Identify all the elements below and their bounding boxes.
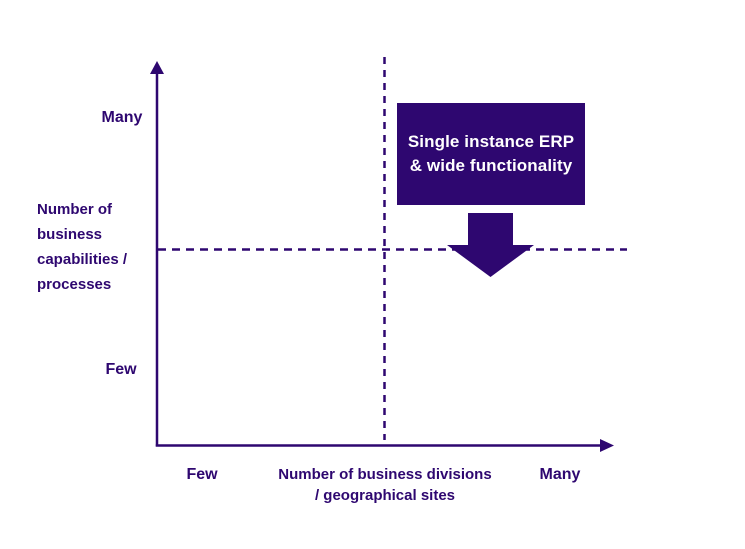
y-axis-arrowhead: [150, 61, 164, 74]
y-axis-title-line-2: business: [37, 226, 103, 243]
y-axis-title-line-3: capabilities /: [37, 251, 128, 268]
y-axis-few-label: Few: [105, 361, 137, 378]
callout-box: Single instance ERP & wide functionality: [397, 103, 585, 205]
callout-line-2: & wide functionality: [409, 156, 573, 175]
callout-line-1: Single instance ERP: [407, 132, 575, 151]
x-axis-title: Number of business divisions / geographi…: [268, 464, 502, 506]
y-axis-title-line-1: Number of: [37, 201, 112, 218]
x-axis-arrowhead: [600, 439, 614, 452]
y-axis-title: Number of business capabilities / proces…: [37, 197, 127, 297]
x-axis-few-label: Few: [186, 466, 218, 483]
x-axis-title-line-1: Number of business divisions: [278, 466, 492, 483]
x-axis-many-label: Many: [539, 466, 581, 483]
y-axis-many-label: Many: [101, 109, 143, 126]
y-axis-title-line-4: processes: [37, 276, 112, 293]
x-axis-title-line-2: / geographical sites: [314, 487, 456, 504]
down-arrow-icon: [447, 213, 534, 277]
